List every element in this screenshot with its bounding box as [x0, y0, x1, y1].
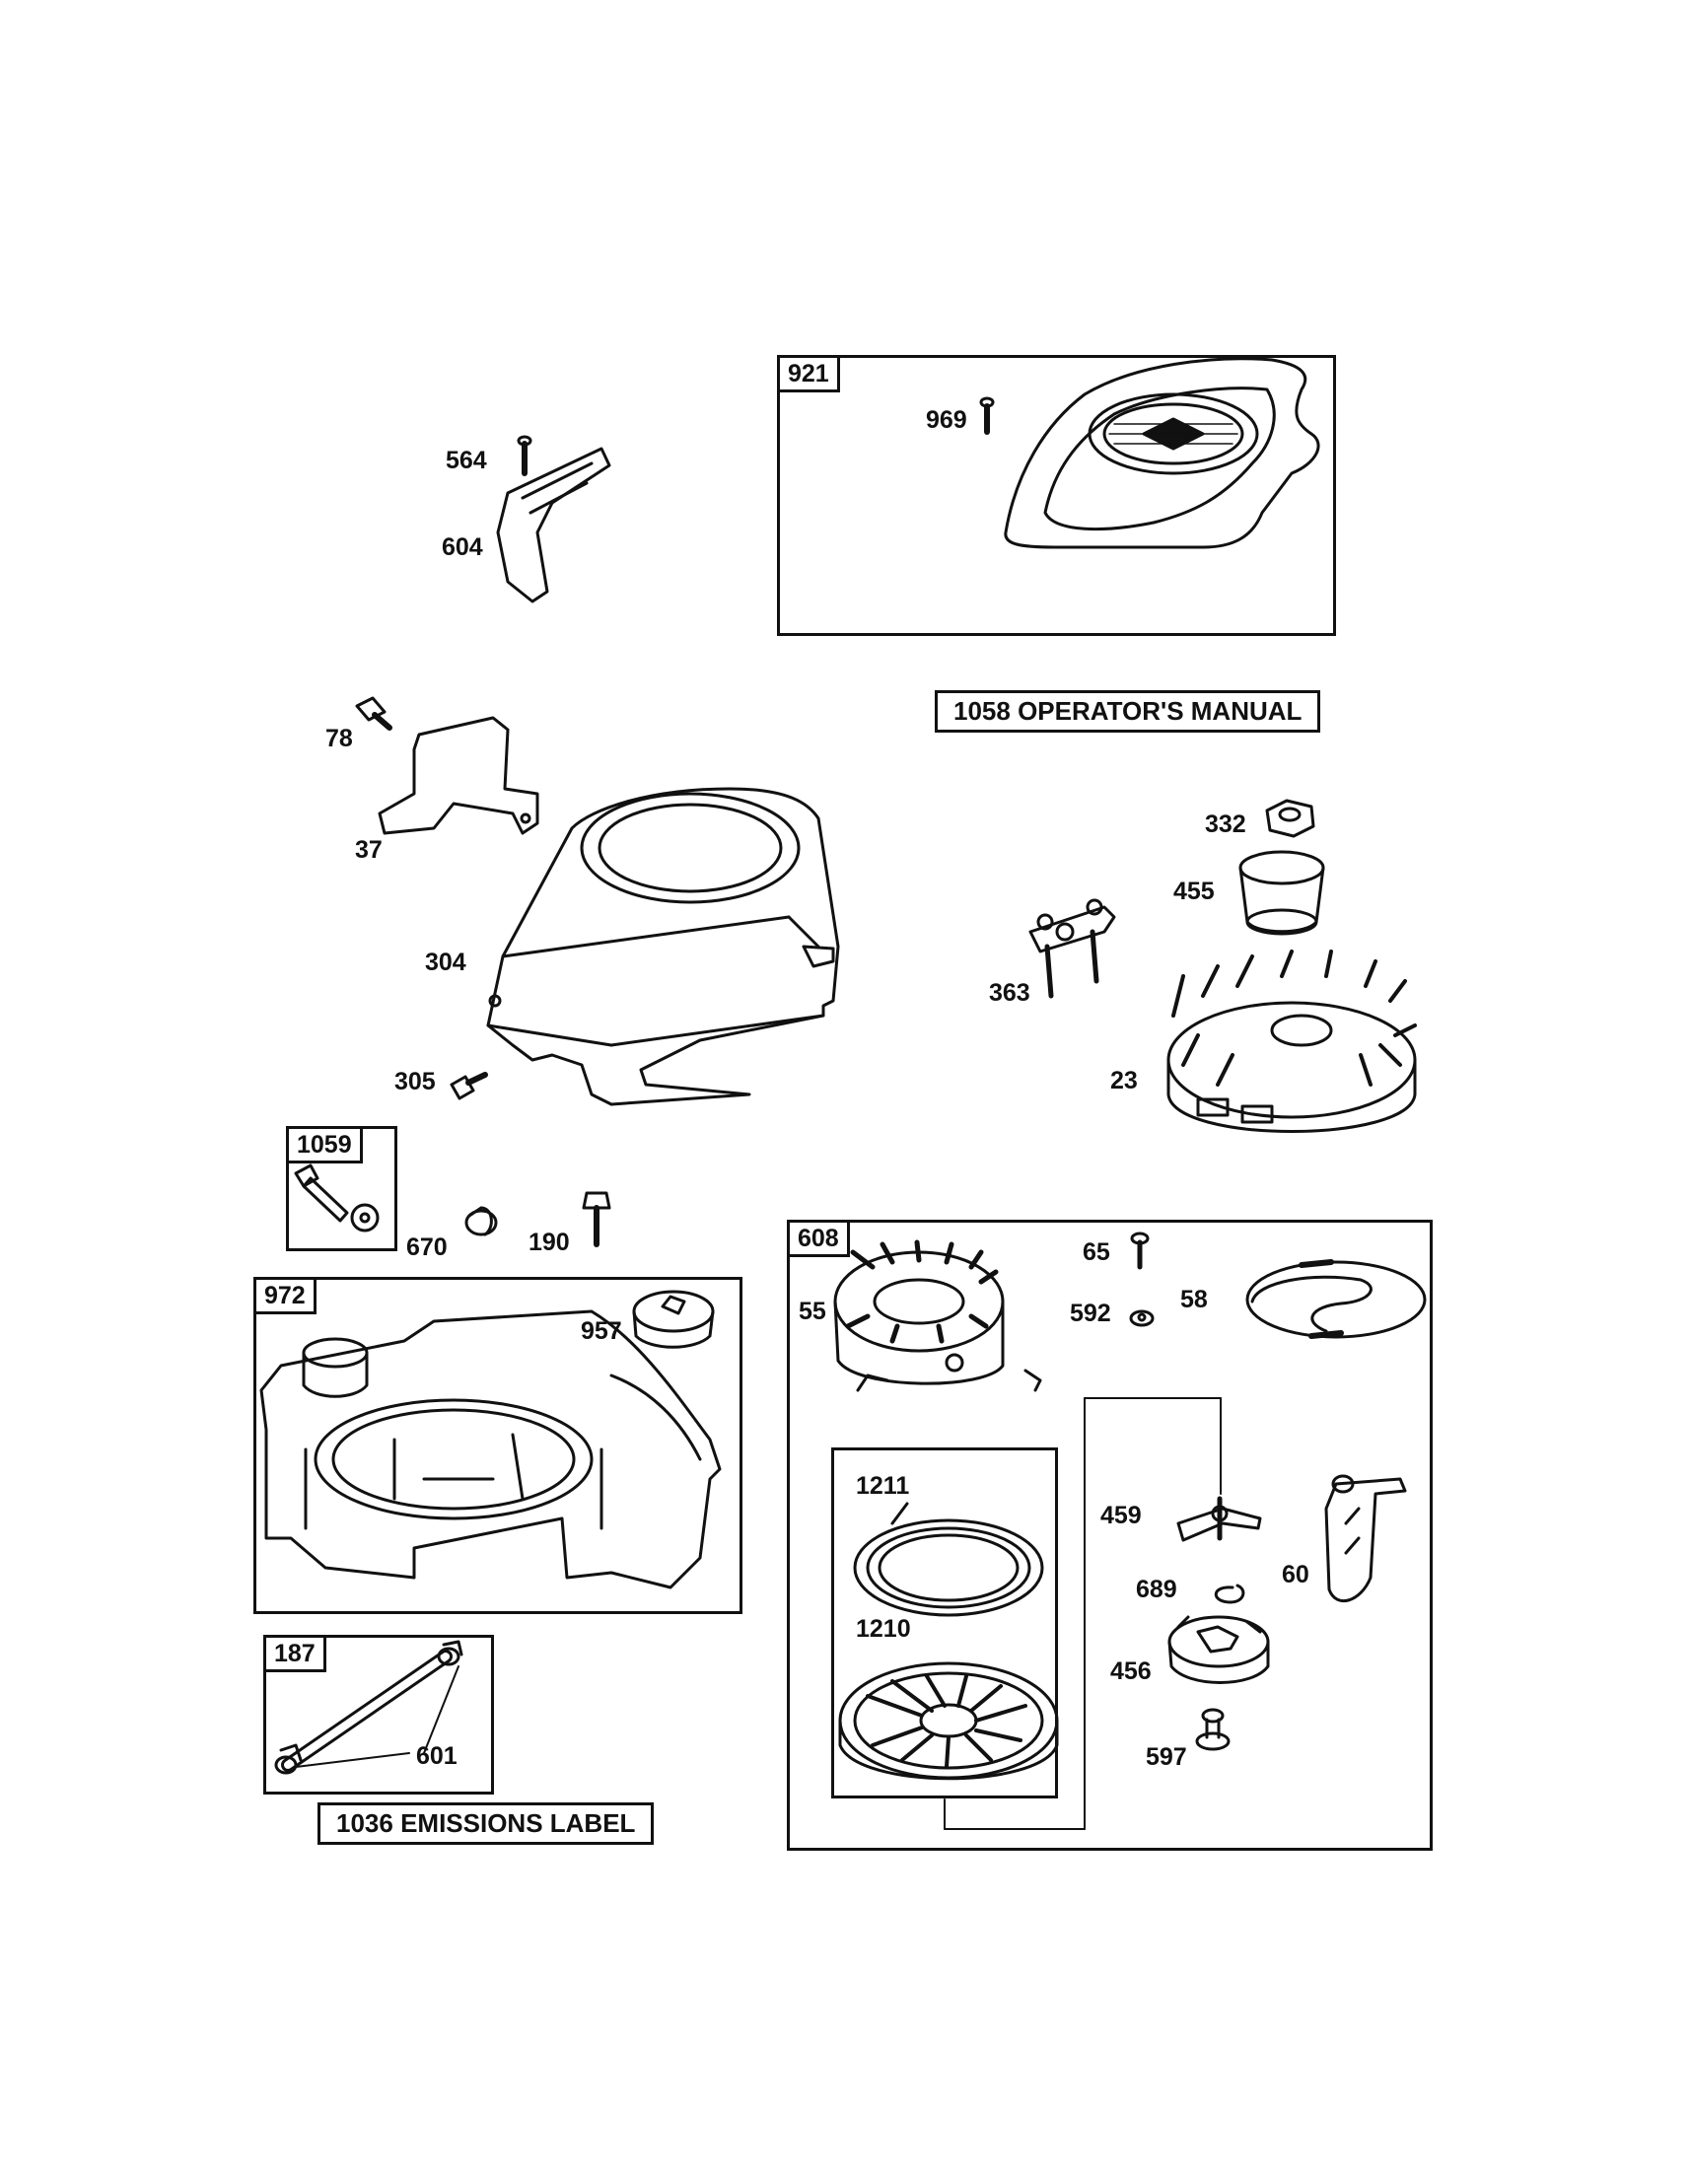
kit-label-1059: 1059 [286, 1126, 363, 1163]
emissions-label-note: 1036 EMISSIONS LABEL [317, 1802, 655, 1845]
kit-label-187: 187 [263, 1635, 326, 1672]
part-label-1210: 1210 [856, 1615, 911, 1643]
fuel-cap-957-icon [632, 1290, 715, 1349]
fuel-line-187-icon [274, 1640, 463, 1775]
flywheel-23-icon [1166, 950, 1417, 1133]
kit-frame-921 [777, 355, 1336, 636]
part-label-332: 332 [1205, 810, 1246, 838]
ratchet-456-icon [1167, 1615, 1270, 1684]
screw-564-icon [517, 435, 532, 476]
screw-969-icon [979, 396, 995, 435]
part-label-304: 304 [425, 949, 466, 976]
fuel-tank-972-icon [259, 1309, 722, 1589]
part-label-37: 37 [355, 836, 383, 864]
sub-frame-1210-1211 [831, 1447, 1058, 1798]
operators-manual-note: 1058 OPERATOR'S MANUAL [935, 690, 1321, 733]
handle-60-icon [1324, 1474, 1407, 1602]
part-label-363: 363 [989, 979, 1030, 1007]
part-label-604: 604 [442, 533, 483, 561]
part-label-592: 592 [1070, 1300, 1111, 1327]
nut-332-icon [1265, 799, 1315, 838]
part-label-58: 58 [1180, 1286, 1208, 1313]
rope-58-icon [1245, 1259, 1427, 1339]
part-label-957: 957 [581, 1317, 622, 1345]
screw-305-icon [450, 1072, 488, 1100]
blower-cover-921-icon [1004, 357, 1320, 549]
ring-689-icon [1214, 1584, 1245, 1604]
pulley-1210-icon [838, 1661, 1059, 1781]
part-label-23: 23 [1110, 1067, 1138, 1094]
bushing-670-icon [464, 1206, 498, 1236]
part-label-459: 459 [1100, 1502, 1142, 1529]
blower-housing-304-icon [486, 787, 840, 1106]
part-label-689: 689 [1136, 1576, 1177, 1603]
starter-housing-55-icon [833, 1239, 1042, 1392]
part-label-78: 78 [325, 725, 353, 752]
pawl-459-icon [1176, 1496, 1262, 1542]
part-label-55: 55 [799, 1298, 826, 1325]
kit-label-972: 972 [253, 1277, 317, 1314]
part-label-969: 969 [926, 406, 967, 434]
part-label-455: 455 [1173, 878, 1215, 905]
part-label-1211: 1211 [856, 1472, 910, 1500]
bolt-1059-icon [294, 1163, 380, 1233]
starter-cup-455-icon [1238, 850, 1325, 936]
kit-label-608: 608 [787, 1220, 850, 1257]
part-label-456: 456 [1110, 1657, 1152, 1685]
part-label-564: 564 [446, 447, 487, 474]
stud-190-icon [582, 1191, 611, 1247]
screw-597-icon [1195, 1708, 1231, 1751]
part-label-601: 601 [416, 1742, 458, 1770]
air-guide-37-icon [378, 716, 539, 835]
guard-604-icon [496, 447, 611, 603]
part-label-60: 60 [1282, 1561, 1309, 1588]
part-label-597: 597 [1146, 1743, 1187, 1771]
kit-label-921: 921 [777, 355, 840, 392]
part-label-305: 305 [394, 1068, 436, 1095]
kit-frame-608 [787, 1220, 1433, 1851]
part-label-190: 190 [528, 1229, 570, 1256]
spring-1211-icon [853, 1502, 1044, 1617]
part-label-670: 670 [406, 1233, 448, 1261]
kit-frame-972 [253, 1277, 742, 1614]
part-label-65: 65 [1083, 1238, 1110, 1266]
kit-frame-187 [263, 1635, 494, 1795]
nut-592-icon [1129, 1309, 1155, 1327]
connector-lines [944, 1397, 1222, 1830]
bracket-363-icon [1028, 898, 1116, 999]
screw-78-icon [355, 696, 392, 731]
screw-65-icon [1130, 1232, 1150, 1270]
